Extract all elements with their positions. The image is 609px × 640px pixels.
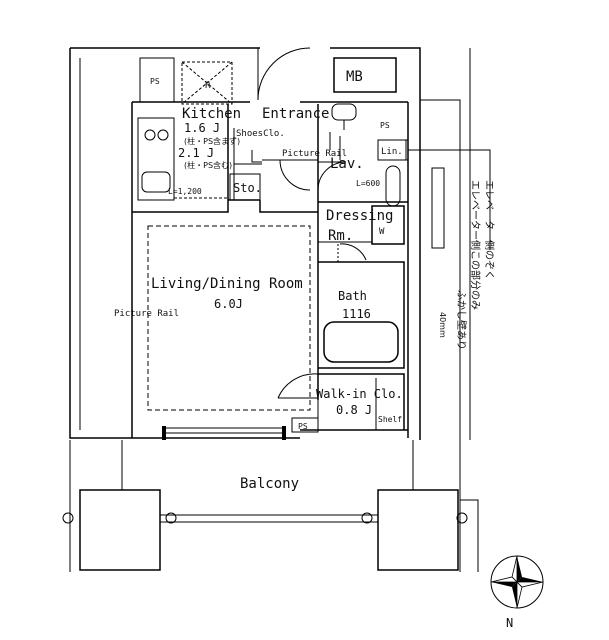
ps-shaft-bottom <box>291 417 319 433</box>
living-area-label: 6.0J <box>214 297 243 311</box>
washer-box <box>371 205 405 245</box>
shelf-label: Shelf <box>378 415 402 424</box>
walkin-label-1: Walk-in Clo. <box>316 387 403 401</box>
walkin-label-2: 0.8 J <box>336 403 372 417</box>
kitchen-note-b: (柱・PS含む) <box>184 160 232 170</box>
washer-label: W <box>379 227 385 237</box>
picture-rail-left-label: Picture Rail <box>114 309 179 319</box>
entrance-label: Entrance <box>262 106 329 122</box>
north-label: N <box>506 616 513 630</box>
mb-label: MB <box>346 69 363 85</box>
bath-label: Bath <box>338 289 367 303</box>
elevator-note-2: エレベーター側この部分のみ <box>469 180 482 310</box>
refrigerator-label: R <box>205 81 211 91</box>
ps-shaft-top <box>139 57 175 103</box>
living-window <box>162 426 286 440</box>
refrigerator-symbol <box>181 61 233 105</box>
kitchen-area-b: 2.1 J <box>178 146 214 160</box>
dressing-label-1: Dressing <box>326 208 393 224</box>
dressing-label-2: Rm. <box>328 228 353 244</box>
kitchen-label: Kitchen <box>182 106 241 122</box>
lav-length-label: L=600 <box>356 179 380 188</box>
elevator-note-3: ふかし壁あり <box>455 290 468 350</box>
lavatory-label: Lav. <box>330 156 364 172</box>
kitchen-note-a: (柱・PS含まず) <box>184 136 240 146</box>
bath-size-label: 1116 <box>342 307 371 321</box>
kitchen-counter <box>137 117 228 201</box>
mb-box <box>333 57 397 93</box>
ps-label-bottom: PS <box>298 422 308 431</box>
compass-icon <box>490 555 544 609</box>
bathtub <box>323 321 399 363</box>
ps-label-top: PS <box>150 77 160 86</box>
ps-label-right: PS <box>380 121 390 130</box>
storage-label: Sto. <box>233 181 262 195</box>
linen-label: Lin. <box>381 147 403 157</box>
balcony-label: Balcony <box>240 476 299 492</box>
balcony-structure <box>62 440 479 572</box>
elevator-note-1: エレベーター側のぞく <box>483 180 496 280</box>
kitchen-area-a: 1.6 J <box>184 121 220 135</box>
shoes-closet-label: ShoesClo. <box>236 129 285 139</box>
living-label: Living/Dining Room <box>151 276 303 292</box>
counter-length-label: L=1,200 <box>168 187 202 196</box>
picture-rail-top-label: Picture Rail <box>282 149 347 159</box>
storage-box <box>229 173 261 201</box>
elevator-note-4: 40mm <box>438 312 447 338</box>
living-ceiling-outline <box>147 225 311 411</box>
entrance-door <box>257 47 311 101</box>
linen-box <box>377 139 407 161</box>
